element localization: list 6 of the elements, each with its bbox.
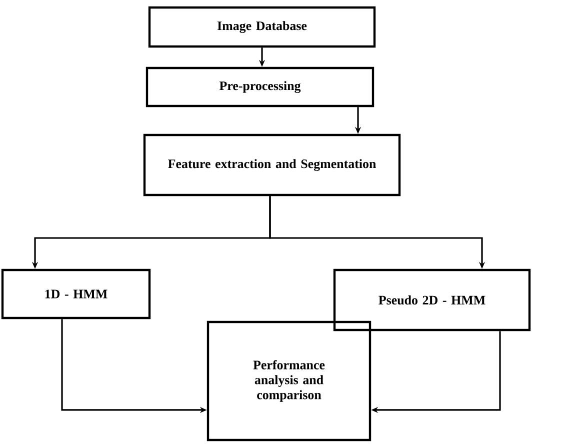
process-box: 1D - HMM <box>1 268 151 320</box>
process-box: Feature extraction and Segmentation <box>143 134 401 196</box>
process-box: Performance analysis and comparison <box>206 320 372 442</box>
process-box: Pseudo 2D - HMM <box>333 268 531 332</box>
process-box: Pre-processing <box>146 66 374 108</box>
process-box: Image Database <box>148 6 376 48</box>
